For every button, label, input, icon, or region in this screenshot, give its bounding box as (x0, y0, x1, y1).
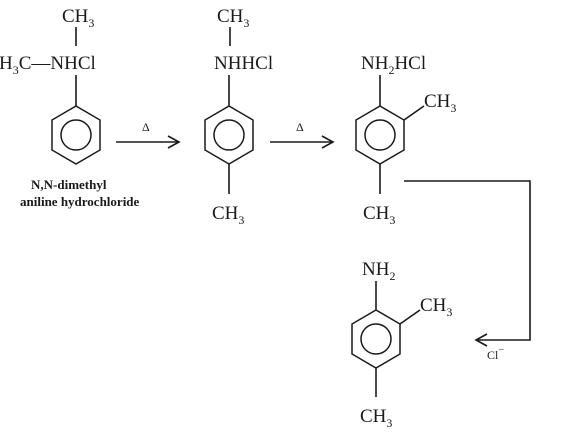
m1-nitrogen-group: H3C—NHCl (0, 53, 96, 77)
arrow-3-label: Cl− (487, 345, 504, 362)
m4-aromatic-circle (360, 323, 392, 355)
molecule-1: CH3 H3C—NHCl N,N-dimethyl aniline hydroc… (0, 6, 140, 209)
arrow-2-label: Δ (296, 120, 304, 134)
molecule-4: NH2 CH3 CH3 (351, 259, 452, 430)
m2-aromatic-circle (213, 119, 245, 151)
m1-caption-line1: N,N-dimethyl (31, 177, 107, 192)
arrow-3-head (474, 333, 488, 347)
arrow-2: Δ (270, 120, 335, 149)
m3-benzene-ring (355, 105, 405, 165)
m3-bottom-methyl: CH3 (363, 203, 395, 227)
arrow-1: Δ (116, 120, 181, 149)
m4-ortho-bond (399, 309, 421, 325)
m3-ortho-methyl: CH3 (424, 91, 456, 115)
molecule-2: CH3 NHHCl CH3 (204, 6, 273, 227)
arrow-1-head (167, 135, 181, 149)
m4-bottom-methyl: CH3 (360, 406, 392, 430)
m2-nitrogen-group: NHHCl (214, 53, 273, 74)
m2-benzene-ring (204, 105, 254, 165)
m4-ortho-methyl: CH3 (420, 295, 452, 319)
m2-top-methyl: CH3 (217, 6, 249, 30)
m1-caption-line2: aniline hydrochloride (20, 194, 140, 209)
molecule-3: NH2HCl CH3 CH3 (355, 53, 456, 227)
m2-bottom-methyl: CH3 (212, 203, 244, 227)
m4-benzene-ring (351, 309, 401, 369)
arrow-1-label: Δ (142, 120, 150, 134)
m1-benzene-ring (51, 105, 101, 165)
arrow-3: Cl− (404, 180, 531, 362)
m1-top-methyl: CH3 (62, 6, 94, 30)
m3-ortho-bond (403, 105, 425, 121)
m1-aromatic-circle (60, 119, 92, 151)
m4-nitrogen-group: NH2 (362, 259, 395, 283)
arrow-2-head (321, 135, 335, 149)
arrow-3-shaft (404, 180, 531, 341)
m3-aromatic-circle (364, 119, 396, 151)
m3-nitrogen-group: NH2HCl (361, 53, 426, 77)
